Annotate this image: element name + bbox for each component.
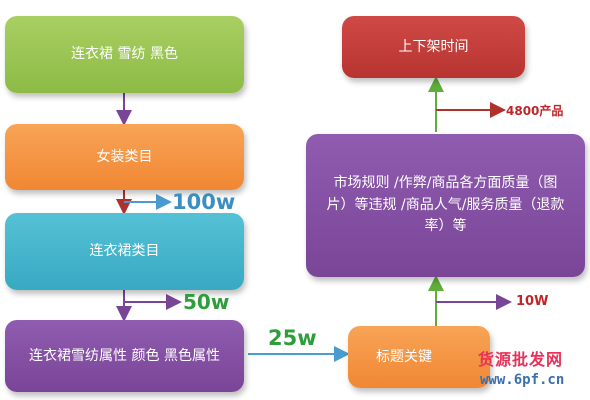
- box-dress-chiffon-black-label: 连衣裙 雪纺 黑色: [71, 46, 178, 63]
- label-25w: 25w: [268, 326, 317, 350]
- box-dress-category: 连衣裙类目: [5, 213, 244, 290]
- label-10w: 10W: [516, 294, 549, 309]
- box-listing-time: 上下架时间: [342, 16, 525, 78]
- box-title-keywords: 标题关键: [348, 326, 490, 388]
- box-title-keywords-label: 标题关键: [376, 348, 432, 365]
- box-dress-attributes-label: 连衣裙雪纺属性 颜色 黑色属性: [29, 347, 220, 364]
- box-listing-time-label: 上下架时间: [398, 38, 469, 55]
- box-womens-category-label: 女装类目: [96, 148, 153, 165]
- box-womens-category: 女装类目: [5, 124, 244, 190]
- label-4800-products: 4800产品: [506, 104, 564, 118]
- label-100w: 100w: [172, 190, 236, 214]
- box-dress-chiffon-black: 连衣裙 雪纺 黑色: [5, 16, 244, 93]
- box-dress-category-label: 连衣裙类目: [89, 243, 160, 260]
- box-market-rules-label: 市场规则 /作弊/商品各方面质量（图片）等违规 /商品人气/服务质量（退款率）等: [326, 174, 565, 235]
- box-market-rules: 市场规则 /作弊/商品各方面质量（图片）等违规 /商品人气/服务质量（退款率）等: [306, 134, 585, 277]
- label-50w: 50w: [183, 290, 230, 314]
- box-dress-attributes: 连衣裙雪纺属性 颜色 黑色属性: [5, 320, 244, 392]
- watermark-site-name: 货源批发网: [478, 350, 564, 369]
- watermark-url: www.6pf.cn: [480, 372, 565, 388]
